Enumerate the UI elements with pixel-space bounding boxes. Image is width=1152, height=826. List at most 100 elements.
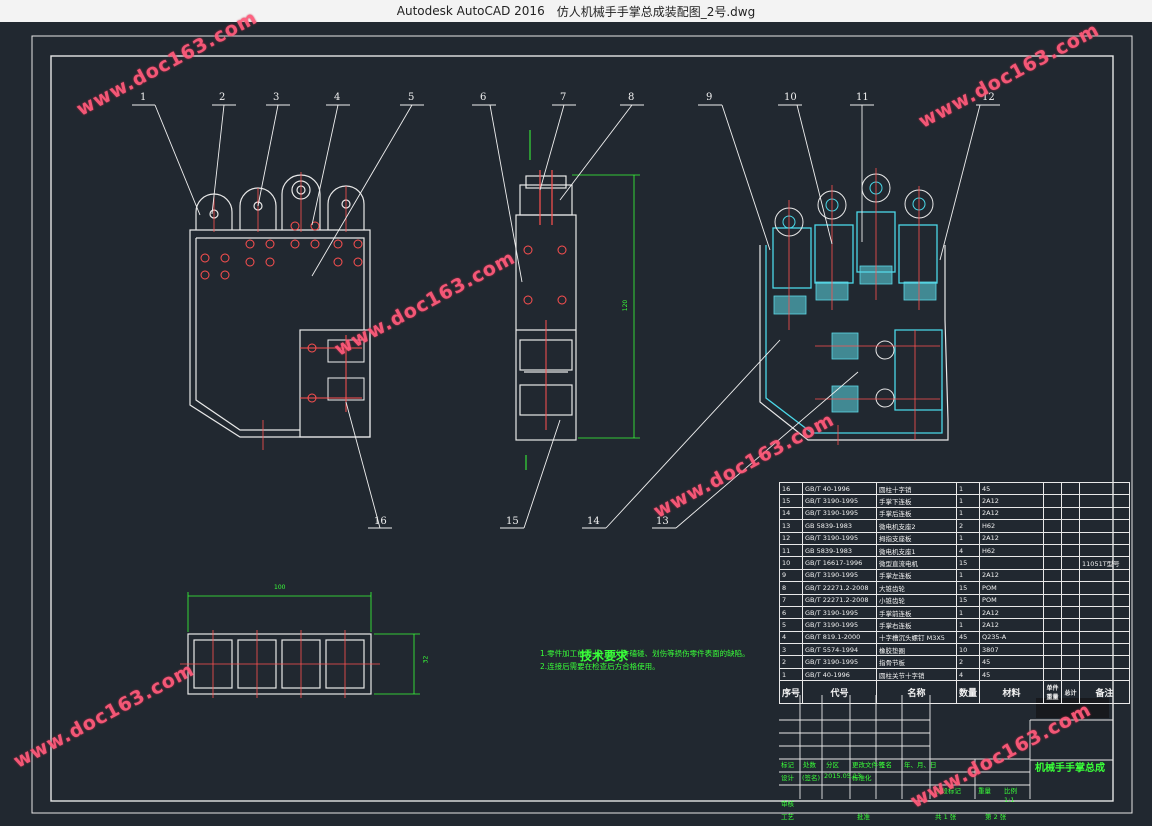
bom-cell-material: 45 [979, 655, 1045, 669]
bom-cell-name: 小锥齿轮 [876, 593, 958, 607]
bom-cell-code: GB/T 40-1996 [802, 667, 878, 682]
bom-header-name: 名称 [876, 680, 958, 705]
bom-cell-name: 十字槽沉头螺钉 M3X5 [876, 630, 958, 645]
bom-cell-name: 微型直流电机 [876, 556, 958, 570]
drawing-svg [31, 35, 1133, 814]
view-side [515, 170, 577, 441]
bom-cell-unit [1043, 618, 1063, 632]
bom-cell-name: 手掌前连板 [876, 605, 958, 620]
bom-cell-unit [1043, 655, 1063, 669]
bom-cell-unit [1043, 543, 1063, 558]
bom-cell-unit [1043, 605, 1063, 620]
callout-14: 14 [587, 516, 600, 527]
bom-cell-qty: 15 [956, 556, 981, 570]
bom-header-seq: 序号 [778, 680, 804, 705]
bom-cell-total [1061, 643, 1081, 657]
view-side-holes [523, 130, 567, 470]
bom-cell-name: 手掌右连板 [876, 618, 958, 632]
bom-cell-seq: 5 [778, 618, 804, 632]
bom-cell-material: H62 [979, 543, 1045, 558]
leader-lines [132, 104, 1000, 529]
bom-header-remark: 备注 [1079, 680, 1131, 705]
callout-5: 5 [408, 92, 415, 103]
bom-cell-qty: 15 [956, 593, 981, 607]
bom-cell-code: GB/T 16617-1996 [802, 556, 878, 570]
bom-cell-remark [1079, 605, 1131, 620]
bom-cell-remark [1079, 519, 1131, 533]
bom-cell-unit [1043, 643, 1063, 657]
bom-cell-name: 圆柱关节十字销 [876, 667, 958, 682]
bom-cell-name: 大锥齿轮 [876, 581, 958, 595]
bom-cell-unit [1043, 667, 1063, 682]
callout-11: 11 [856, 92, 869, 103]
bom-cell-remark [1079, 581, 1131, 595]
bom-cell-name: 圆柱十字销 [876, 481, 958, 496]
app-name: Autodesk AutoCAD 2016 [396, 4, 545, 18]
bom-cell-seq: 6 [778, 605, 804, 620]
inner-border [50, 55, 1114, 802]
tb-count: 处数 [803, 761, 816, 769]
bom-cell-material: 45 [979, 667, 1045, 682]
bom-cell-code: GB/T 819.1-2000 [802, 630, 878, 645]
bom-cell-seq: 7 [778, 593, 804, 607]
bom-cell-seq: 11 [778, 543, 804, 558]
bom-cell-qty: 1 [956, 618, 981, 632]
bom-header-row: 序号 代号 名称 数量 材料 单件 重量 总计 备注 [778, 680, 1131, 705]
tb-sheet-no: 第 2 张 [985, 813, 1007, 821]
bom-header-unit-label: 单件 [1046, 685, 1059, 693]
title-block-grid [779, 695, 1113, 799]
bom-cell-name: 微电机支座1 [876, 543, 958, 558]
bom-cell-material: POM [979, 593, 1045, 607]
callout-7: 7 [560, 92, 567, 103]
bom-cell-code: GB/T 3190-1995 [802, 618, 878, 632]
bom-cell-remark [1079, 506, 1131, 521]
tb-stage: 阶段标记 [935, 787, 961, 795]
bom-cell-unit [1043, 494, 1063, 508]
bom-cell-code: GB/T 3190-1995 [802, 494, 878, 508]
bom-cell-code: GB/T 3190-1995 [802, 506, 878, 521]
bom-header-qty: 数量 [956, 680, 981, 705]
bom-cell-total [1061, 481, 1081, 496]
bom-header-weight: 重量 [1046, 694, 1059, 702]
bom-cell-seq: 8 [778, 581, 804, 595]
bom-cell-total [1061, 605, 1081, 620]
bom-cell-remark [1079, 655, 1131, 669]
bom-cell-seq: 1 [778, 667, 804, 682]
callout-2: 2 [219, 92, 226, 103]
tb-design: 设计 [781, 774, 794, 782]
callout-13: 13 [656, 516, 669, 527]
drawing-name: 机械手手掌总成 [1035, 763, 1105, 774]
callout-6: 6 [480, 92, 487, 103]
bom-cell-qty: 1 [956, 605, 981, 620]
tb-scale-label: 比例 [1004, 787, 1017, 795]
bom-cell-remark [1079, 481, 1131, 496]
bom-cell-qty: 2 [956, 519, 981, 533]
tech-line-1: 1.零件加工前需上，不允许磕碰、划伤等损伤零件表面的缺陷。 [540, 649, 750, 658]
bom-cell-qty: 1 [956, 481, 981, 496]
dim-side [572, 174, 640, 439]
bom-cell-unit [1043, 519, 1063, 533]
tb-date: 年、月、日 [904, 761, 937, 769]
bom-cell-unit [1043, 506, 1063, 521]
bom-cell-material: Q235-A [979, 630, 1045, 645]
bom-cell-material: 2A12 [979, 568, 1045, 583]
bom-cell-name: 手掌后连板 [876, 506, 958, 521]
bom-cell-code: GB/T 3190-1995 [802, 605, 878, 620]
dim-front-height: 32 [422, 655, 430, 664]
bom-cell-code: GB/T 3190-1995 [802, 655, 878, 669]
drawing-canvas[interactable]: 1 2 3 4 5 6 7 8 9 10 11 12 13 14 15 16 1… [0, 7, 1152, 826]
bom-cell-total [1061, 667, 1081, 682]
bom-cell-seq: 4 [778, 630, 804, 645]
bom-cell-qty: 1 [956, 494, 981, 508]
tb-design-sign: (签名) [802, 774, 821, 782]
bom-cell-qty: 2 [956, 655, 981, 669]
bom-cell-name: 手掌左连板 [876, 568, 958, 583]
bom-cell-total [1061, 630, 1081, 645]
